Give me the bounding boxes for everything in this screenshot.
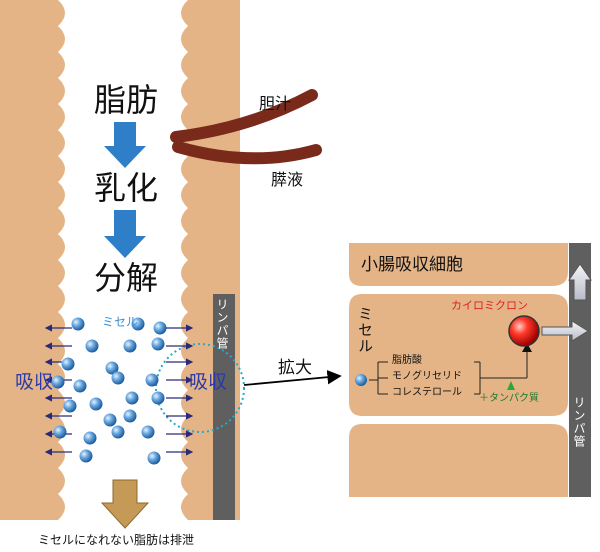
micelle-ball (63, 399, 77, 413)
lymph-vessel (213, 294, 235, 520)
micelle-ball (153, 321, 167, 335)
cell-lymph-label: リンパ管 (572, 396, 586, 448)
micelle-ball (79, 449, 93, 463)
step-arrow-2 (104, 210, 146, 258)
bile-duct (170, 89, 318, 143)
micelle-ball (141, 425, 155, 439)
cell-micelle (355, 374, 367, 386)
lymph-up-arrow (568, 263, 592, 301)
micelle-ball (145, 373, 159, 387)
micelle-ball (123, 409, 137, 423)
chylomicron-label: カイロミクロン (451, 299, 528, 312)
micelle-ball (71, 317, 85, 331)
zoom-circle (155, 343, 245, 433)
component-cholesterol: コレステロール (392, 387, 462, 398)
micelles (51, 317, 167, 465)
cell-lymph-vessel (569, 243, 591, 497)
micelle-ball (147, 451, 161, 465)
absorb-right-label: 吸収 (189, 371, 228, 393)
zoom-label: 拡大 (278, 358, 312, 378)
cell-top (349, 243, 568, 286)
intestine-wall-left (0, 0, 65, 520)
bile-label: 胆汁 (259, 94, 292, 113)
step-arrow-1 (104, 122, 146, 168)
step-decompose: 分解 (94, 259, 159, 297)
micelle-ball (151, 391, 165, 405)
micelle-ball (125, 391, 139, 405)
component-bracket (369, 349, 528, 395)
micelle-ball (103, 413, 117, 427)
cell-bottom (349, 424, 568, 497)
micelle-ball (61, 357, 75, 371)
micelle-ball (131, 317, 145, 331)
chylomicron (508, 315, 540, 347)
micelle-label: ミセル (102, 315, 139, 329)
protein-label: ＋タンパク質 (479, 393, 539, 404)
micelle-ball (111, 425, 125, 439)
pancreatic-duct (172, 141, 322, 165)
micelle-ball (111, 371, 125, 385)
excretion-arrow (100, 479, 150, 529)
micelle-ball (123, 339, 137, 353)
cell-micelle-label: ミセル (356, 306, 374, 354)
micelle-ball (53, 425, 67, 439)
protein-arrow (507, 381, 515, 390)
excretion-label: ミセルになれない脂肪は排泄 (38, 533, 195, 547)
chylomicron-exit-arrow (541, 320, 589, 342)
micelle-ball (51, 375, 65, 389)
component-monoglyceride: モノグリセリド (392, 371, 462, 382)
lymph-label: リンパ管 (215, 298, 229, 350)
micelle-ball (151, 337, 165, 351)
component-fatty-acid: 脂肪酸 (392, 355, 422, 366)
zoom-arrow (243, 370, 342, 386)
micelle-ball (73, 379, 87, 393)
micelle-ball (105, 361, 119, 375)
absorb-left-label: 吸収 (15, 371, 54, 393)
step-emulsify: 乳化 (94, 169, 159, 207)
bracket-arrowhead (522, 343, 532, 352)
step-fat: 脂肪 (94, 81, 159, 119)
micelle-ball (85, 339, 99, 353)
pancreatic-label: 膵液 (271, 170, 304, 189)
cell-title: 小腸吸収細胞 (361, 255, 463, 275)
micelle-ball (83, 431, 97, 445)
micelle-ball (89, 397, 103, 411)
